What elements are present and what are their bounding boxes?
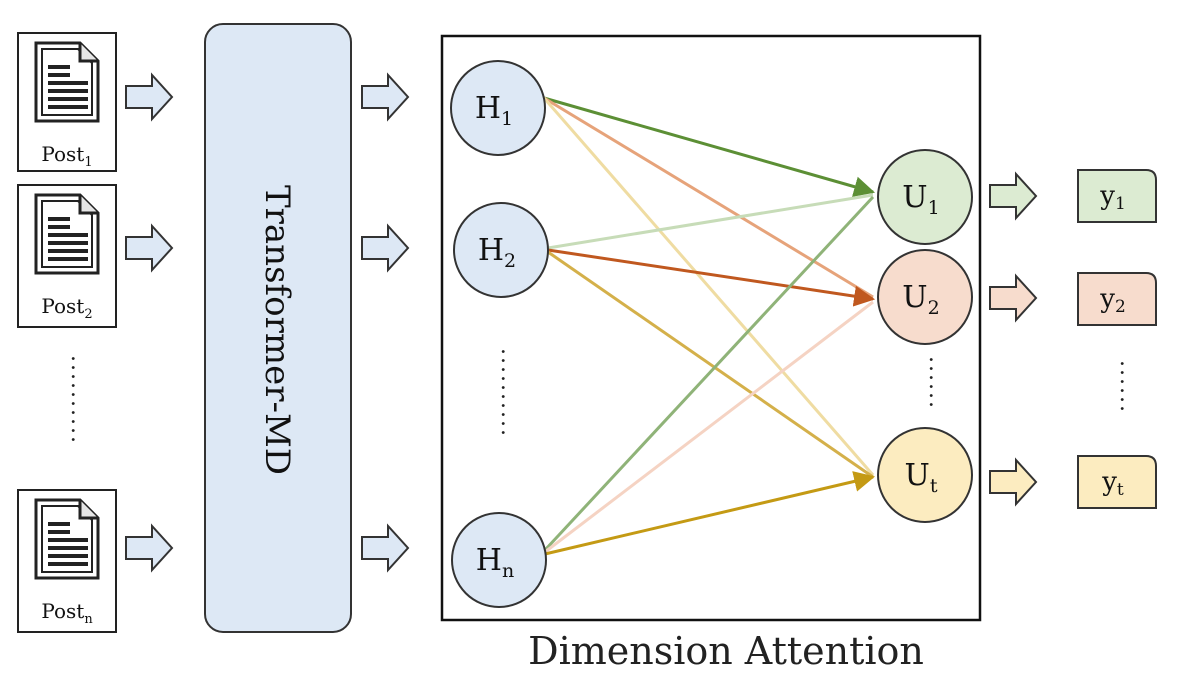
prediction-box-t: yt [1077,455,1157,509]
edge-hn-u1 [543,195,875,552]
output-node-label: Ut [905,458,938,497]
output-node-label: U1 [902,180,939,219]
arrow-right-icon [989,173,1037,219]
dimension-attention-box [440,34,982,622]
prediction-label: yt [1101,467,1124,500]
arrow-right-icon [361,225,409,271]
post-doc-n: Postn [17,489,117,633]
arrow-right-icon [125,74,173,120]
edge-h1-u2 [543,96,874,299]
hidden-node-label: Hn [476,543,514,582]
arrow-right-icon [125,225,173,271]
edge-h2-u1 [547,193,874,250]
prediction-box-1: y1 [1077,169,1157,223]
edge-hn-u2 [544,300,874,554]
prediction-box-2: y2 [1077,272,1157,326]
arrow-right-icon [989,275,1037,321]
output-node-2: U2 [877,249,973,345]
prediction-label: y1 [1099,181,1126,214]
post-label-2: Post2 [41,294,92,322]
hidden-node-2: H2 [453,202,549,298]
arrow-right-icon [361,525,409,571]
prediction-label: y2 [1099,284,1126,317]
document-icon [34,498,100,580]
edge-h1-ut [542,97,875,476]
output-node-label: U2 [902,280,939,319]
post-label-n: Postn [41,599,93,627]
document-icon [34,41,100,123]
post-doc-2: Post2 [17,184,117,328]
prediction-ellipsis: ...... [1115,360,1140,414]
edge-h2-ut [547,250,874,479]
hidden-node-1: H1 [450,60,546,156]
edge-h1-u1 [543,96,876,197]
transformer-md-block: Transformer-MD [204,23,352,633]
arrow-right-icon [361,74,409,120]
output-node-1: U1 [877,149,973,245]
output-node-t: Ut [877,427,973,523]
attention-edges [542,96,876,556]
dimension-attention-caption: Dimension Attention [528,629,924,673]
post-ellipsis: .......... [66,355,91,445]
document-icon [34,193,100,275]
post-doc-1: Post1 [17,32,117,172]
hidden-ellipsis: .......... [496,348,521,438]
hidden-node-label: H1 [475,91,513,130]
transformer-md-label: Transformer-MD [257,185,297,475]
hidden-node-n: Hn [451,512,547,608]
edge-hn-ut [544,471,876,556]
arrow-right-icon [125,525,173,571]
edge-h2-u2 [547,248,876,307]
output-ellipsis: ...... [924,356,949,410]
post-label-1: Post1 [41,142,92,170]
hidden-node-label: H2 [478,233,516,272]
arrow-right-icon [989,459,1037,505]
